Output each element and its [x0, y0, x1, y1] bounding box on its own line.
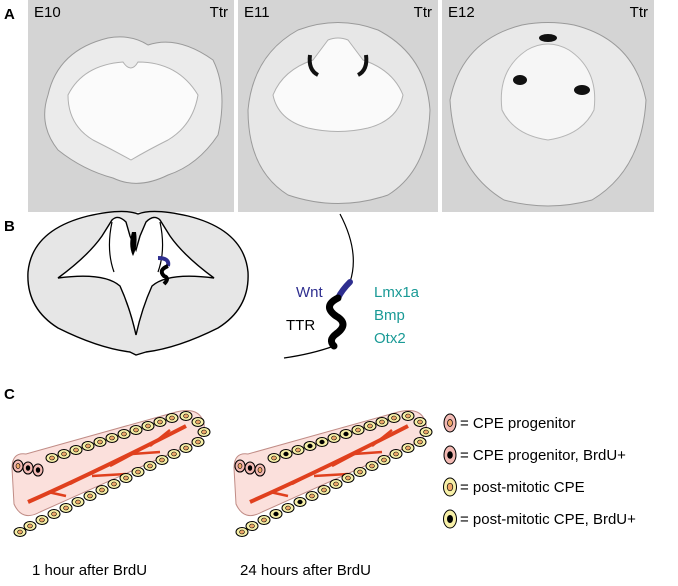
panel-b-letter: B — [4, 218, 15, 235]
caption-1-hour: 1 hour after BrdU — [32, 562, 148, 579]
legend-post-mitotic-cpe-brdu: = post-mitotic CPE, BrdU+ — [442, 507, 636, 531]
e10-section-shape — [44, 36, 223, 184]
micrograph-e12: E12 Ttr — [442, 0, 654, 212]
legend-post-mitotic-cpe-label: = post-mitotic CPE — [460, 478, 585, 496]
frond-24-hours — [232, 408, 433, 537]
e12-gene-label: Ttr — [629, 4, 648, 21]
panel-c-cp-fronds — [10, 408, 433, 537]
micrograph-e11: E11 Ttr — [238, 0, 438, 212]
lmx1a-label: Lmx1a — [374, 284, 420, 301]
legend-cpe-progenitor-brdu: = CPE progenitor, BrdU+ — [442, 443, 626, 467]
legend-post-mitotic-cpe: = post-mitotic CPE — [442, 475, 585, 499]
legend-post-mitotic-cpe-icon — [443, 477, 457, 497]
legend-cpe-progenitor-icon — [443, 413, 457, 433]
legend-post-mitotic-cpe-brdu-icon — [443, 509, 457, 529]
e10-gene-label: Ttr — [209, 4, 228, 21]
panel-c-letter: C — [4, 386, 15, 403]
panel-b-cp-detail — [283, 213, 354, 359]
panel-b-brain-schematic — [27, 210, 249, 356]
legend-cpe-progenitor: = CPE progenitor — [442, 411, 575, 435]
e11-stage-label: E11 — [244, 4, 270, 21]
otx2-label: Otx2 — [374, 330, 406, 347]
legend-cpe-progenitor-brdu-label: = CPE progenitor, BrdU+ — [460, 446, 626, 464]
legend-cpe-progenitor-label: = CPE progenitor — [460, 414, 576, 432]
legend-post-mitotic-cpe-brdu-label: = post-mitotic CPE, BrdU+ — [460, 510, 636, 528]
bmp-label: Bmp — [374, 307, 405, 324]
legend-cpe-progenitor-brdu-icon — [443, 445, 457, 465]
micrograph-e10: E10 Ttr — [28, 0, 234, 212]
e11-gene-label: Ttr — [413, 4, 432, 21]
frond-1-hour — [10, 408, 211, 537]
e12-section-shape — [449, 22, 647, 207]
caption-24-hours: 24 hours after BrdU — [240, 562, 371, 579]
wnt-label: Wnt — [296, 284, 323, 301]
panel-a-letter: A — [4, 6, 15, 23]
ttr-label: TTR — [286, 317, 316, 334]
e10-stage-label: E10 — [34, 4, 61, 21]
e11-section-shape — [247, 22, 431, 204]
e12-stage-label: E12 — [448, 4, 475, 21]
